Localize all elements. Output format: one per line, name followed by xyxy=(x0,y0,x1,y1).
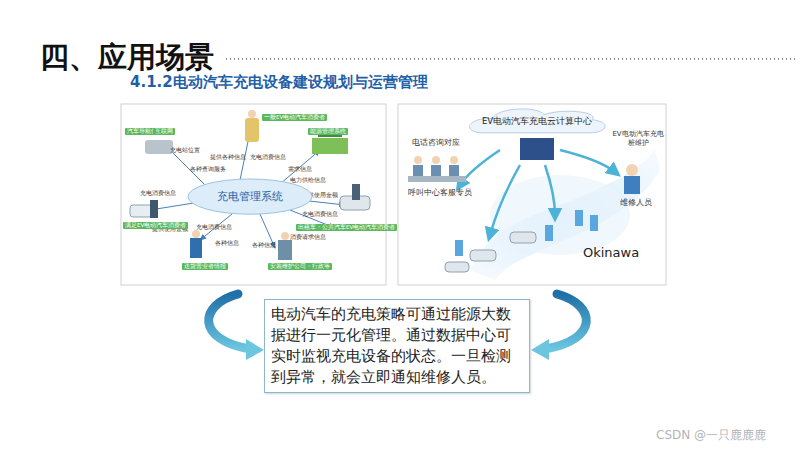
actor-tag: 出租车・公共汽车EV电动汽车消费者 xyxy=(296,224,397,231)
outline xyxy=(188,179,312,214)
flow-label: 充电消费信息 xyxy=(302,211,338,218)
actor-tag: 满足EV电动汽车消费者 xyxy=(123,222,188,229)
slide-title: 四、应用场景 xyxy=(40,38,214,78)
note-box: 电动汽车的充电策略可通过能源大数据进行一元化管理。通过数据中心可实时监视充电设备… xyxy=(264,299,530,393)
flow-label: 电力供给信息 xyxy=(290,177,326,184)
actor-tag: 安装维护公司・行政等 xyxy=(268,263,332,270)
flow-label: 各种信息 xyxy=(215,240,239,247)
flow-label: 充电消费信息 xyxy=(140,190,176,197)
flow-label: 充电站位置 xyxy=(170,147,200,154)
actor-tag: 送货营业者情报 xyxy=(182,263,228,270)
outline xyxy=(470,109,606,133)
actor-tag: 能源管理系统 xyxy=(308,128,348,135)
flow-label: EV电动汽车充电桩维护 xyxy=(612,130,664,148)
flow-label: 提供各种信息 xyxy=(210,154,246,161)
flow-label: 充电消费信息 xyxy=(250,154,286,161)
node-text: EV电动汽车充电云计算中心 xyxy=(482,116,592,126)
system-ellipse: 充电管理系统 xyxy=(187,178,313,215)
flow-label: 各种查询服务 xyxy=(190,166,226,173)
flow-label: 维修人员 xyxy=(620,198,652,208)
section-heading: 4.1.2电动汽车充电设备建设规划与运营管理 xyxy=(130,73,428,92)
cloud-center: EV电动汽车充电云计算中心 xyxy=(468,108,606,134)
node-text: 电动汽车的充电策略可通过能源大数据进行一元化管理。通过数据中心可实时监视充电设备… xyxy=(271,304,523,388)
flow-label: 充电消费信息 xyxy=(196,224,232,231)
actor-tag: 一般EV电动汽车消费者 xyxy=(262,114,327,121)
flow-label: Okinawa xyxy=(583,245,639,261)
actor-tag: 互联网 xyxy=(153,128,175,135)
flow-label: 各种信息 xyxy=(252,242,276,249)
flow-label: 需求信息 xyxy=(288,166,312,173)
watermark: CSDN @一只鹿鹿鹿 xyxy=(656,428,766,443)
flow-label: 呼叫中心客服专员 xyxy=(408,188,472,198)
flow-label: 消费请求信息 xyxy=(290,234,326,241)
flow-label: 电话咨询对应 xyxy=(412,138,460,148)
node-text: 充电管理系统 xyxy=(217,190,283,203)
